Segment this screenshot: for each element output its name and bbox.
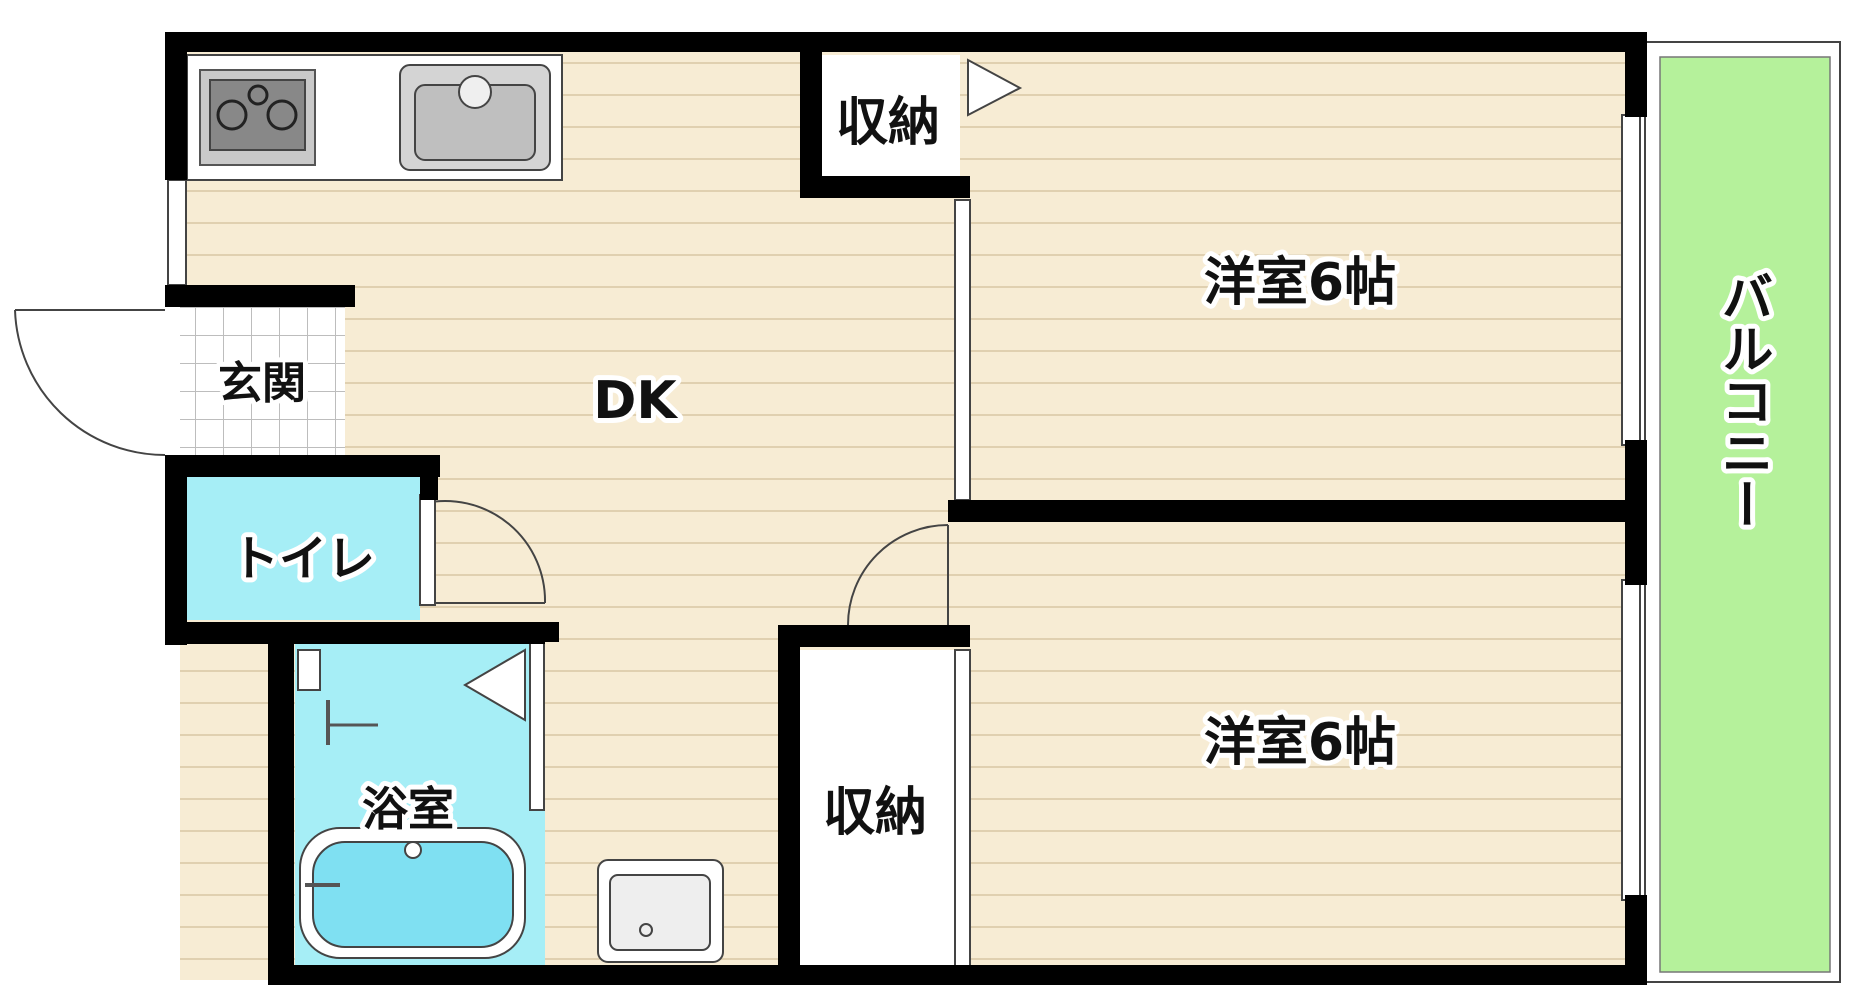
storage-door-icon bbox=[967, 58, 1023, 117]
bathtub-icon bbox=[299, 827, 526, 959]
dk-label: DK bbox=[593, 371, 678, 431]
toilet-floor bbox=[180, 475, 420, 620]
gas-stove-icon bbox=[199, 69, 316, 166]
western-room-door-icon bbox=[847, 524, 949, 626]
shower-faucet-icon bbox=[297, 649, 378, 745]
storage-top-floor bbox=[820, 55, 960, 180]
washing-machine-pan-icon bbox=[597, 859, 724, 963]
bathroom-label: 浴室 bbox=[362, 782, 454, 836]
western-room-top-floor bbox=[970, 50, 1640, 500]
windows bbox=[167, 114, 1641, 971]
kitchen-sink-icon bbox=[399, 64, 551, 171]
storage-top-label: 収納 bbox=[836, 93, 940, 153]
western-room-top-label: 洋室6帖 bbox=[1204, 253, 1396, 313]
toilet-door-icon bbox=[424, 500, 547, 604]
western-room-bottom-floor bbox=[970, 520, 1640, 980]
toilet-label: トイレ bbox=[231, 531, 375, 587]
entrance-label: 玄関 bbox=[218, 358, 306, 409]
entrance-floor bbox=[180, 300, 345, 460]
storage-bottom-floor bbox=[800, 650, 960, 970]
balcony-label: バルコニー bbox=[1712, 270, 1772, 530]
entrance-door-icon bbox=[14, 309, 166, 456]
balcony bbox=[1644, 41, 1841, 983]
walls bbox=[165, 32, 1647, 985]
western-room-bottom-label: 洋室6帖 bbox=[1204, 713, 1396, 773]
bathroom-door-icon bbox=[463, 648, 526, 722]
storage-bottom-label: 収納 bbox=[823, 783, 927, 843]
